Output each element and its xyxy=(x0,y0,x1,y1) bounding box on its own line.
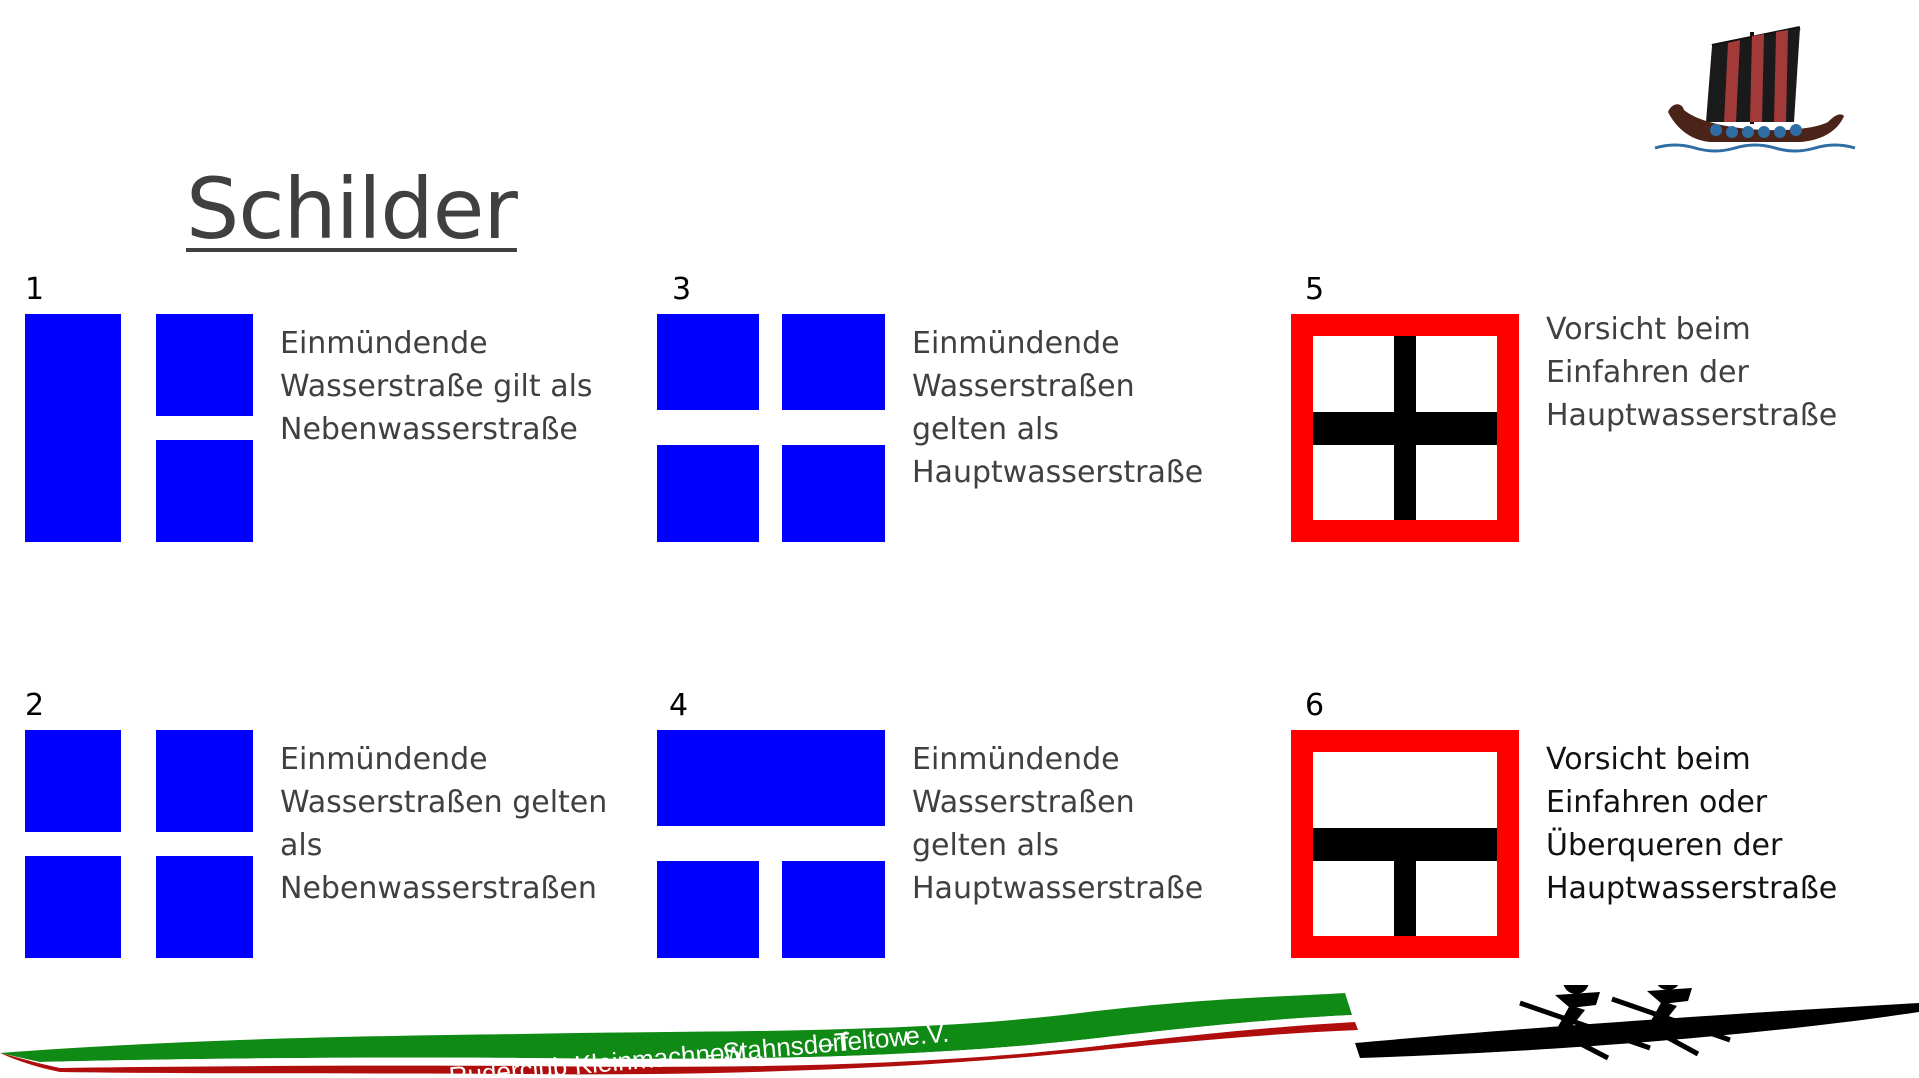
blue-four-squares-sign xyxy=(25,730,253,958)
sign-description: Einmündende Wasserstraßen gelten als Hau… xyxy=(912,742,1204,906)
sign-description: Einmündende Wasserstraßen gelten als Neb… xyxy=(280,742,608,906)
sign-number: 4 xyxy=(669,688,689,723)
sign-number: 3 xyxy=(672,272,692,307)
sign-description: Einmündende Wasserstraße gilt als Nebenw… xyxy=(280,326,593,447)
club-banner: Ruderclub Kleinmachnow – Stahnsdorf – Te… xyxy=(0,985,1919,1078)
sign-description: Vorsicht beim Einfahren oder Überqueren … xyxy=(1546,742,1838,906)
sign-item-4: 4 Einmündende Wasserstraßen gelten als H… xyxy=(657,688,1257,958)
ribbon-red xyxy=(0,1022,1358,1075)
ribbon-white xyxy=(40,1015,1355,1068)
page-title: Schilder xyxy=(186,160,518,258)
sign-number: 2 xyxy=(25,688,45,723)
sign-item-6: 6 Vorsicht beim Einfahren oder Überquere… xyxy=(1291,688,1891,958)
sign-number: 5 xyxy=(1305,272,1325,307)
sign-item-1: 1 Einmündende Wasserstraße gilt als Nebe… xyxy=(25,272,625,542)
red-frame-black-cross-sign xyxy=(1291,314,1519,542)
sign-item-2: 2 Einmündende Wasserstraßen gelten als N… xyxy=(25,688,625,958)
banner-word: Teltow xyxy=(833,1021,909,1057)
blue-bar-and-two-squares-sign xyxy=(25,314,253,542)
ribbon-green xyxy=(0,993,1352,1062)
banner-word: – xyxy=(705,1038,723,1069)
rowing-boat-icon xyxy=(1355,985,1919,1061)
red-frame-black-t-sign xyxy=(1291,730,1519,958)
sign-item-5: 5 Vorsicht beim Einfahren der Hauptwasse… xyxy=(1291,272,1891,542)
viking-ship-logo xyxy=(1654,26,1856,153)
sign-number: 1 xyxy=(25,272,45,307)
sign-description: Vorsicht beim Einfahren der Hauptwassers… xyxy=(1546,312,1838,433)
blue-bar-top-two-squares-bottom-sign xyxy=(657,730,885,958)
sign-number: 6 xyxy=(1305,688,1325,723)
banner-text: Ruderclub Kleinmachnow – Stahnsdorf – Te… xyxy=(448,1018,951,1078)
banner-word: – xyxy=(817,1028,835,1059)
sign-item-3: 3 Einmündende Wasserstraßen gelten als H… xyxy=(657,272,1257,542)
blue-four-squares-wide-sign xyxy=(657,314,885,542)
banner-word: e.V. xyxy=(904,1018,950,1052)
sign-description: Einmündende Wasserstraßen gelten als Hau… xyxy=(912,326,1204,490)
